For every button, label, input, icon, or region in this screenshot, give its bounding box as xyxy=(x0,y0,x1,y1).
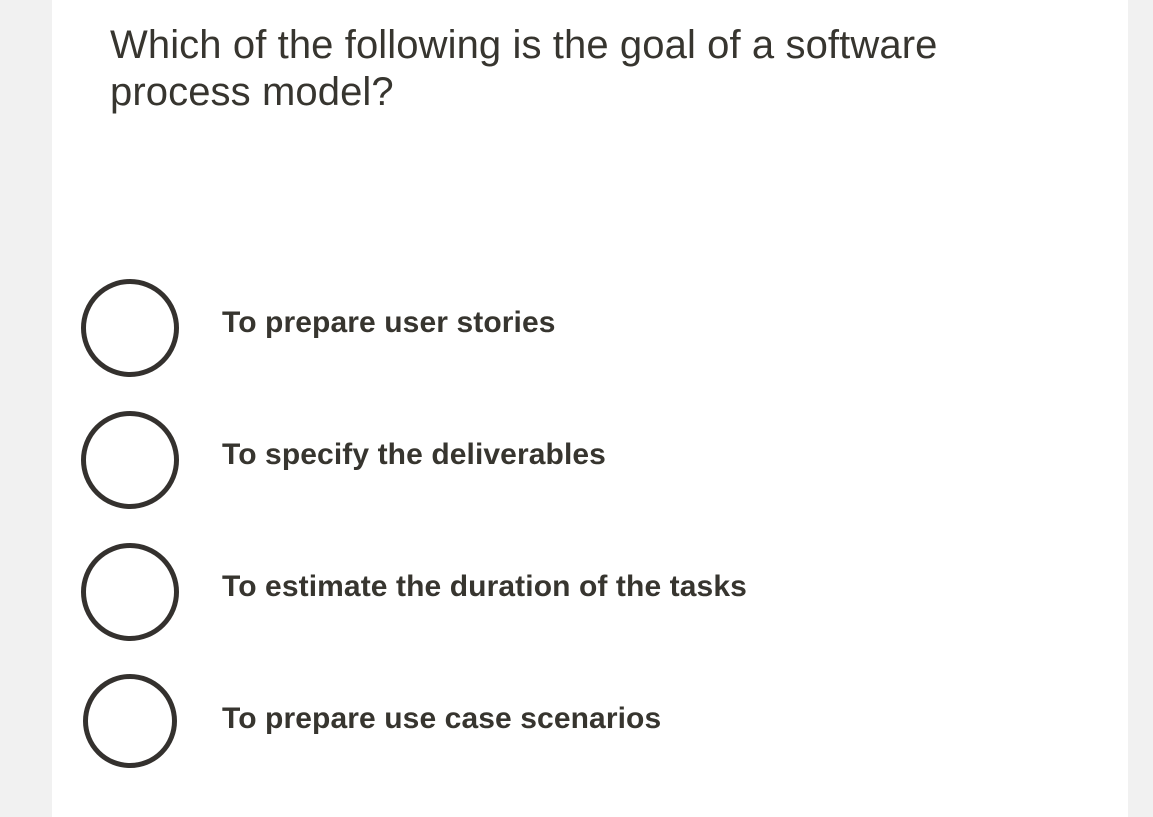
option-row[interactable]: To estimate the duration of the tasks xyxy=(52,529,1128,661)
option-label[interactable]: To prepare user stories xyxy=(222,306,556,339)
option-label[interactable]: To prepare use case scenarios xyxy=(222,702,662,735)
radio-button-icon[interactable] xyxy=(83,674,177,768)
question-text: Which of the following is the goal of a … xyxy=(110,23,938,114)
radio-button-icon[interactable] xyxy=(81,543,179,641)
option-row[interactable]: To prepare use case scenarios xyxy=(52,661,1128,781)
options-list: To prepare user stories To specify the d… xyxy=(52,265,1128,781)
quiz-card: Which of the following is the goal of a … xyxy=(52,0,1128,817)
quiz-content: Which of the following is the goal of a … xyxy=(52,0,1128,817)
option-row[interactable]: To specify the deliverables xyxy=(52,397,1128,529)
radio-button-icon[interactable] xyxy=(81,279,179,377)
option-label[interactable]: To specify the deliverables xyxy=(222,438,606,471)
option-label[interactable]: To estimate the duration of the tasks xyxy=(222,570,747,603)
radio-button-icon[interactable] xyxy=(81,411,179,509)
option-row[interactable]: To prepare user stories xyxy=(52,265,1128,397)
